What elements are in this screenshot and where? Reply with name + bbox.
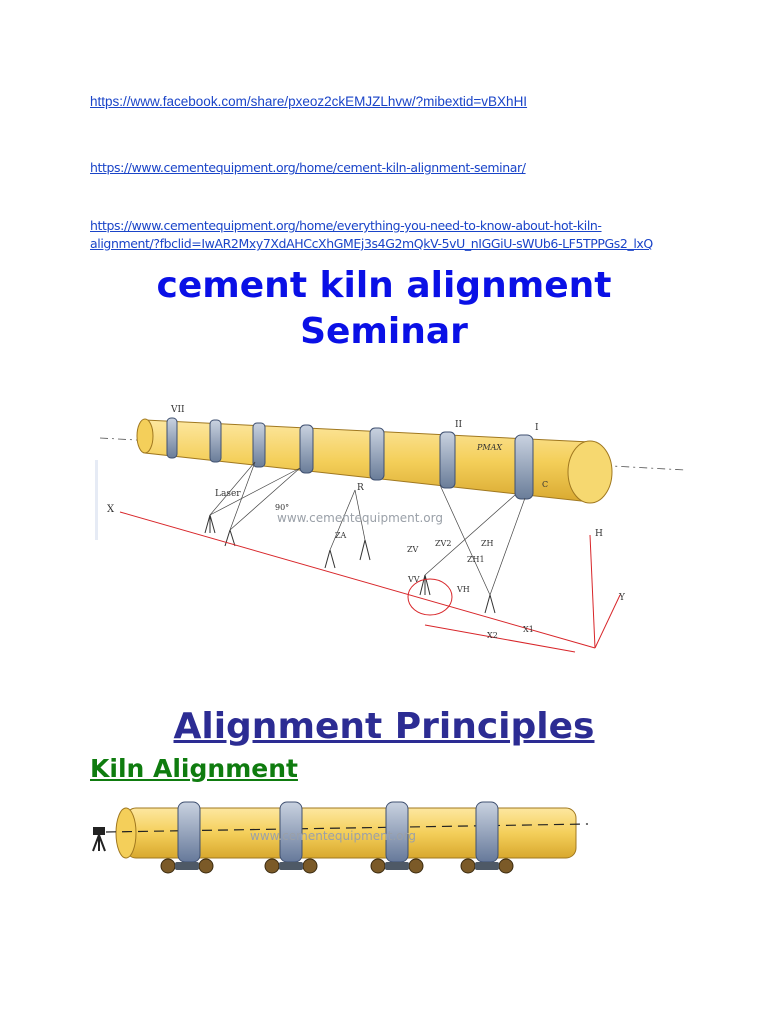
kiln-roller-diagram: www.cementequipment.org <box>92 801 589 874</box>
label-laser: Laser <box>215 489 241 499</box>
page-title-line2: Seminar <box>300 311 468 352</box>
facebook-link[interactable]: https://www.facebook.com/share/pxeoz2ckE… <box>90 94 528 109</box>
label-zv2: ZV2 <box>435 539 451 548</box>
label-za: ZA <box>335 531 347 540</box>
page-title-line1: cement kiln alignment <box>156 265 612 306</box>
watermark-1: www.cementequipment.org <box>277 511 443 525</box>
subsection-title: Kiln Alignment <box>90 754 298 783</box>
watermark-2: www.cementequipment.org <box>250 829 416 843</box>
label-tire-i: I <box>535 423 539 433</box>
label-angle: 90° <box>275 503 289 512</box>
label-zv: ZV <box>407 545 419 554</box>
page-title: cement kiln alignment Seminar <box>0 263 768 355</box>
label-tire-ii: II <box>455 420 463 430</box>
laser-tripod-icon <box>92 827 106 852</box>
label-vh: VH <box>456 585 470 594</box>
seminar-link[interactable]: https://www.cementequipment.org/home/cem… <box>90 160 526 175</box>
label-zh: ZH <box>481 539 494 548</box>
label-c: C <box>542 480 548 489</box>
label-y-axis: Y <box>618 593 626 603</box>
label-x2: X2 <box>487 631 498 640</box>
hot-kiln-alignment-link[interactable]: https://www.cementequipment.org/home/eve… <box>90 218 653 251</box>
label-x1: X1 <box>523 625 534 634</box>
label-tire-vii: VII <box>170 405 185 415</box>
label-vv: VV <box>407 575 420 584</box>
section-title: Alignment Principles <box>173 706 595 747</box>
label-h-axis: H <box>595 529 603 539</box>
label-x-axis: X <box>107 504 115 515</box>
label-pmax: PMAX <box>476 443 502 452</box>
label-zh1: ZH1 <box>467 555 485 564</box>
label-r: R <box>357 483 364 493</box>
kiln-alignment-diagram: VII II I PMAX C Laser 90° R X H Y ZV ZV2… <box>95 405 686 653</box>
